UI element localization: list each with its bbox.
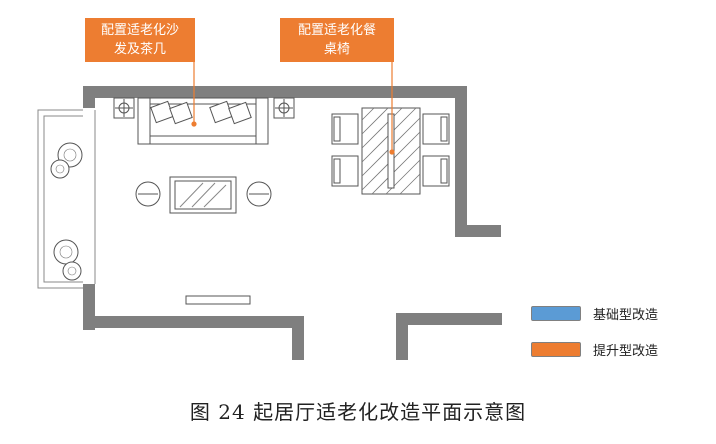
wall-corner-left bbox=[396, 313, 408, 360]
legend-label-advanced: 提升型改造 bbox=[593, 344, 659, 359]
cushion-icon bbox=[150, 100, 252, 125]
callout-sofa: 配置适老化沙 发及茶几 bbox=[85, 18, 195, 62]
callout-dining-line1: 配置适老化餐 bbox=[297, 23, 376, 38]
tv-cabinet bbox=[185, 295, 251, 305]
wall-top bbox=[83, 86, 465, 98]
legend-label-basic: 基础型改造 bbox=[593, 308, 659, 323]
callout-sofa-line2: 发及茶几 bbox=[113, 42, 166, 57]
wall-right-stub bbox=[455, 225, 501, 237]
plant-icon bbox=[50, 142, 83, 281]
side-table-icon bbox=[113, 97, 295, 119]
wall-bottom bbox=[83, 316, 304, 328]
wall-corner-top bbox=[396, 313, 502, 325]
dining-chair-icon bbox=[331, 113, 450, 187]
legend-swatch-basic bbox=[531, 306, 581, 321]
wall-bottom-end bbox=[292, 316, 304, 360]
wall-right bbox=[455, 86, 467, 236]
legend-item-basic: 基础型改造 bbox=[531, 304, 658, 323]
balcony bbox=[37, 109, 96, 289]
figure-caption: 图 24 起居厅适老化改造平面示意图 bbox=[189, 400, 527, 424]
legend-swatch-advanced bbox=[531, 342, 581, 357]
callout-sofa-line1: 配置适老化沙 bbox=[100, 23, 179, 38]
callout-dining-line2: 桌椅 bbox=[323, 42, 350, 57]
stool-icon bbox=[135, 181, 272, 207]
legend-item-advanced: 提升型改造 bbox=[531, 340, 658, 359]
callout-dining: 配置适老化餐 桌椅 bbox=[280, 18, 394, 62]
callout-leader bbox=[191, 56, 395, 155]
walls bbox=[83, 86, 502, 360]
wall-left-upper bbox=[83, 86, 95, 108]
coffee-table bbox=[169, 176, 237, 214]
